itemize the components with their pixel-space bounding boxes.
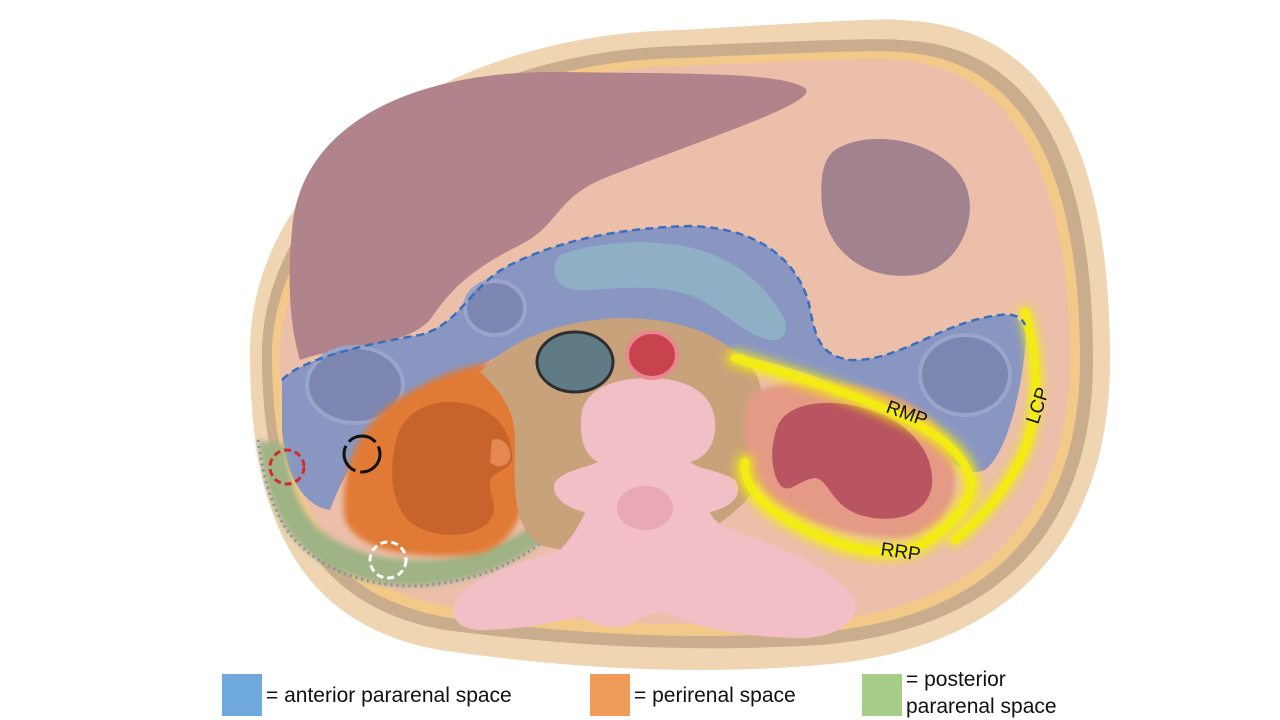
fascia-lcp-core (951, 308, 1040, 544)
pancreas (554, 242, 786, 340)
colon-right (305, 345, 405, 425)
legend-anterior: = anterior pararenal space (222, 674, 512, 716)
black-dashed-circle (342, 434, 382, 474)
kidney-left (772, 402, 933, 519)
legend-posterior: = posterior pararenal space (862, 666, 1126, 720)
legend-label-posterior-line2: pararenal space (906, 695, 1057, 718)
legend-label-posterior: = posterior pararenal space (906, 666, 1126, 720)
posterior-pararenal-border (256, 439, 567, 588)
legend-label-perirenal: = perirenal space (634, 683, 796, 707)
spleen (821, 138, 970, 276)
colon-left (918, 333, 1012, 417)
ivc (535, 330, 615, 394)
white-dashed-circle (368, 540, 408, 580)
red-dashed-circle (268, 448, 306, 486)
spinal-canal (617, 486, 673, 530)
renal-pelvis (490, 439, 511, 467)
legend-swatch-anterior (222, 674, 262, 716)
aorta (625, 330, 679, 380)
legend-perirenal: = perirenal space (590, 674, 796, 716)
legend-label-anterior: = anterior pararenal space (266, 683, 512, 707)
fascia-rmp-rrp-core (731, 354, 976, 556)
kidney-right (392, 401, 513, 535)
legend-swatch-posterior (862, 674, 902, 716)
liver (289, 71, 807, 360)
parietal-peritoneum-dashed-line (281, 224, 1027, 381)
legend-label-posterior-line1: = posterior (906, 668, 1006, 691)
legend-swatch-perirenal (590, 674, 630, 716)
colon-transverse (463, 279, 527, 337)
